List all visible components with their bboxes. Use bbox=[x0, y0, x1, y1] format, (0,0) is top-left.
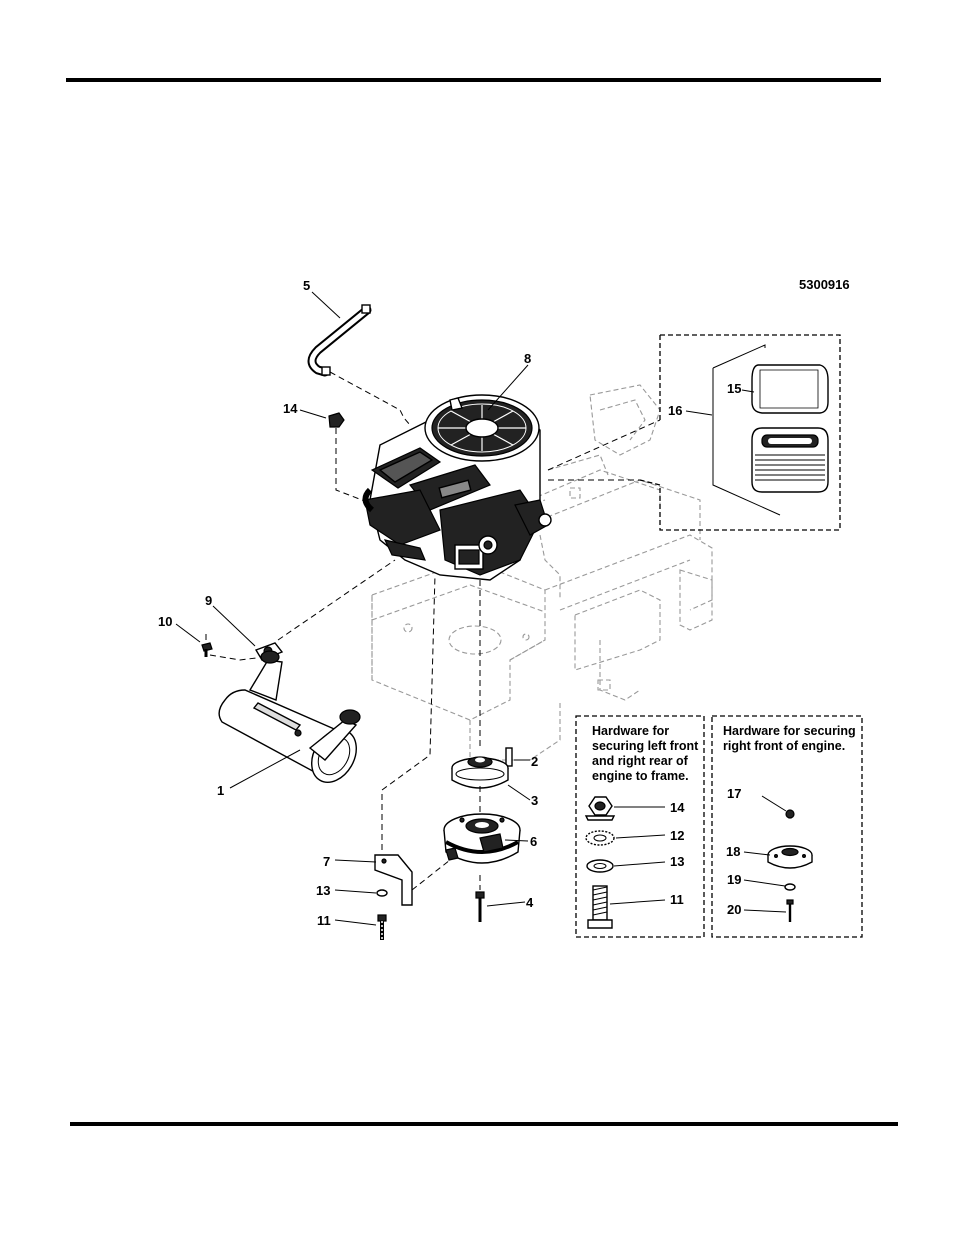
key bbox=[506, 748, 512, 766]
callout-4: 4 bbox=[526, 895, 534, 910]
callout-11: 11 bbox=[317, 913, 331, 928]
muffler bbox=[219, 651, 365, 790]
hw-callout-12: 12 bbox=[670, 828, 684, 843]
hw-callout-19: 19 bbox=[727, 872, 741, 887]
bracket bbox=[375, 855, 412, 905]
callout-14-top: 14 bbox=[283, 401, 298, 416]
right-hardware-caption: Hardware for securing right front of eng… bbox=[723, 724, 856, 753]
callout-6: 6 bbox=[530, 834, 537, 849]
fuel-line bbox=[312, 305, 370, 375]
hw-callout-11: 11 bbox=[670, 892, 684, 907]
callout-2: 2 bbox=[531, 754, 538, 769]
bolt-4 bbox=[476, 892, 484, 922]
left-hardware-line-2: securing left front bbox=[592, 739, 699, 753]
hw-callout-20: 20 bbox=[727, 902, 741, 917]
left-hardware-line-3: and right rear of bbox=[592, 754, 689, 768]
hw-washer-19 bbox=[785, 884, 795, 890]
callout-5: 5 bbox=[303, 278, 310, 293]
callout-10: 10 bbox=[158, 614, 172, 629]
right-hardware-line-2: right front of engine. bbox=[723, 739, 845, 753]
hw-callout-18: 18 bbox=[726, 844, 740, 859]
callout-15: 15 bbox=[727, 381, 741, 396]
callout-13: 13 bbox=[316, 883, 330, 898]
electric-clutch bbox=[444, 814, 520, 863]
left-hardware-caption: Hardware for securing left front and rig… bbox=[592, 724, 699, 783]
hw-callout-17: 17 bbox=[727, 786, 741, 801]
flange-nut-top bbox=[329, 413, 344, 427]
left-hardware-line-4: engine to frame. bbox=[592, 769, 689, 783]
callout-1: 1 bbox=[217, 783, 224, 798]
engine-assembly bbox=[365, 395, 551, 580]
callout-8: 8 bbox=[524, 351, 531, 366]
hw-callout-13: 13 bbox=[670, 854, 684, 869]
right-hardware-line-1: Hardware for securing bbox=[723, 724, 856, 738]
pulley bbox=[452, 757, 508, 788]
hw-callout-14: 14 bbox=[670, 800, 685, 815]
hw-bolt-20 bbox=[787, 900, 793, 922]
callout-9: 9 bbox=[205, 593, 212, 608]
callout-3: 3 bbox=[531, 793, 538, 808]
air-filter-detail bbox=[548, 335, 840, 530]
bolt-11 bbox=[378, 915, 386, 940]
hw-nut-17 bbox=[786, 810, 794, 818]
callout-16: 16 bbox=[668, 403, 682, 418]
callout-7: 7 bbox=[323, 854, 330, 869]
hw-idler-pulley bbox=[768, 846, 812, 868]
washer-13 bbox=[377, 890, 387, 896]
drawing-number: 5300916 bbox=[799, 277, 850, 292]
left-hardware-line-1: Hardware for bbox=[592, 724, 669, 738]
hw-hex-bolt bbox=[588, 886, 612, 928]
